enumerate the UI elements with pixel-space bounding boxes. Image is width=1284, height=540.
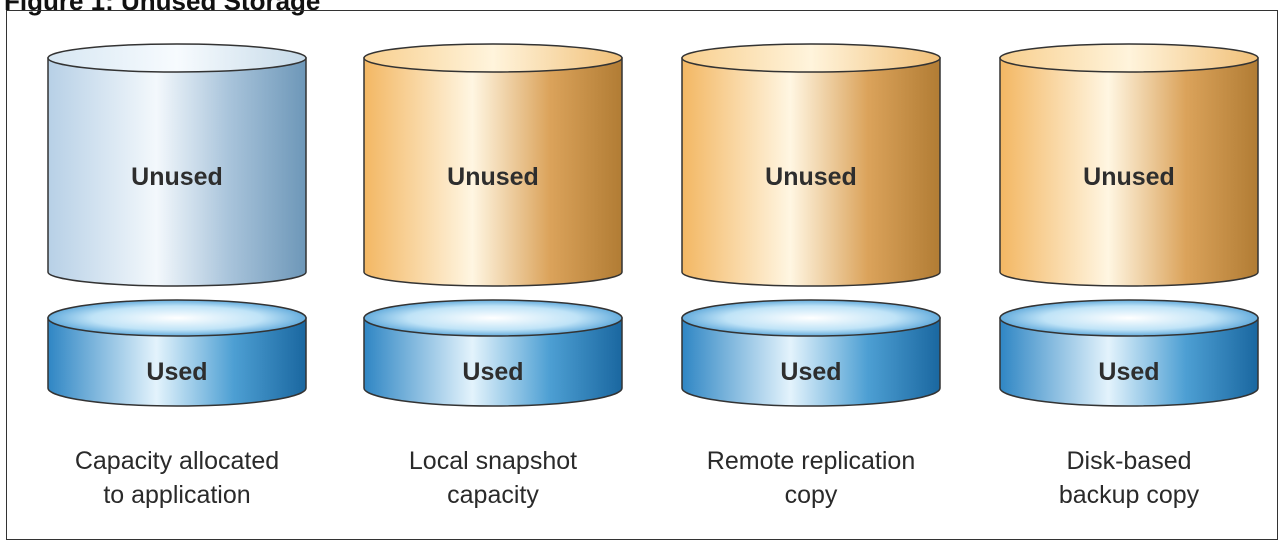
caption-line-1: Capacity allocated [75,447,279,475]
figure-title: Figure 1: Unused Storage [4,0,321,16]
caption-line-1: Remote replication [707,447,915,475]
used-cylinder: Used [999,299,1259,407]
used-label: Used [1098,358,1159,386]
used-cylinder: Used [363,299,623,407]
used-label: Used [780,358,841,386]
caption-line-2: capacity [447,481,539,509]
unused-label: Unused [765,163,857,191]
unused-cylinder: Unused [999,43,1259,287]
unused-label: Unused [447,163,539,191]
used-cylinder-body [363,317,623,407]
used-cylinder-top [47,299,307,337]
unused-cylinder-body [363,57,623,287]
unused-label: Unused [1083,163,1175,191]
caption-line-1: Disk-based [1066,447,1191,475]
unused-cylinder: Unused [47,43,307,287]
used-cylinder-body [47,317,307,407]
column-local-snapshot: Unused Used Local snapshot capacity [363,43,623,509]
column-capacity-allocated: Unused Used Capacity allocated to applic… [47,43,307,509]
used-cylinder: Used [47,299,307,407]
unused-cylinder-body [47,57,307,287]
column-disk-backup: Unused Used Disk-based backup copy [999,43,1259,509]
unused-cylinder-body [999,57,1259,287]
unused-cylinder: Unused [681,43,941,287]
storage-diagram: Unused Used Capacity allocated to applic… [47,43,1259,509]
caption-line-2: copy [785,481,838,509]
used-cylinder-top [363,299,623,337]
unused-cylinder-top [999,43,1259,73]
caption-line-1: Local snapshot [409,447,577,475]
used-cylinder: Used [681,299,941,407]
unused-label: Unused [131,163,223,191]
unused-cylinder-top [681,43,941,73]
unused-cylinder-top [47,43,307,73]
used-label: Used [462,358,523,386]
unused-cylinder-top [363,43,623,73]
column-remote-replication: Unused Used Remote replication copy [681,43,941,509]
used-label: Used [146,358,207,386]
used-cylinder-top [681,299,941,337]
used-cylinder-top [999,299,1259,337]
unused-cylinder-body [681,57,941,287]
used-cylinder-body [999,317,1259,407]
caption-line-2: to application [103,481,250,509]
unused-cylinder: Unused [363,43,623,287]
used-cylinder-body [681,317,941,407]
caption-line-2: backup copy [1059,481,1200,509]
